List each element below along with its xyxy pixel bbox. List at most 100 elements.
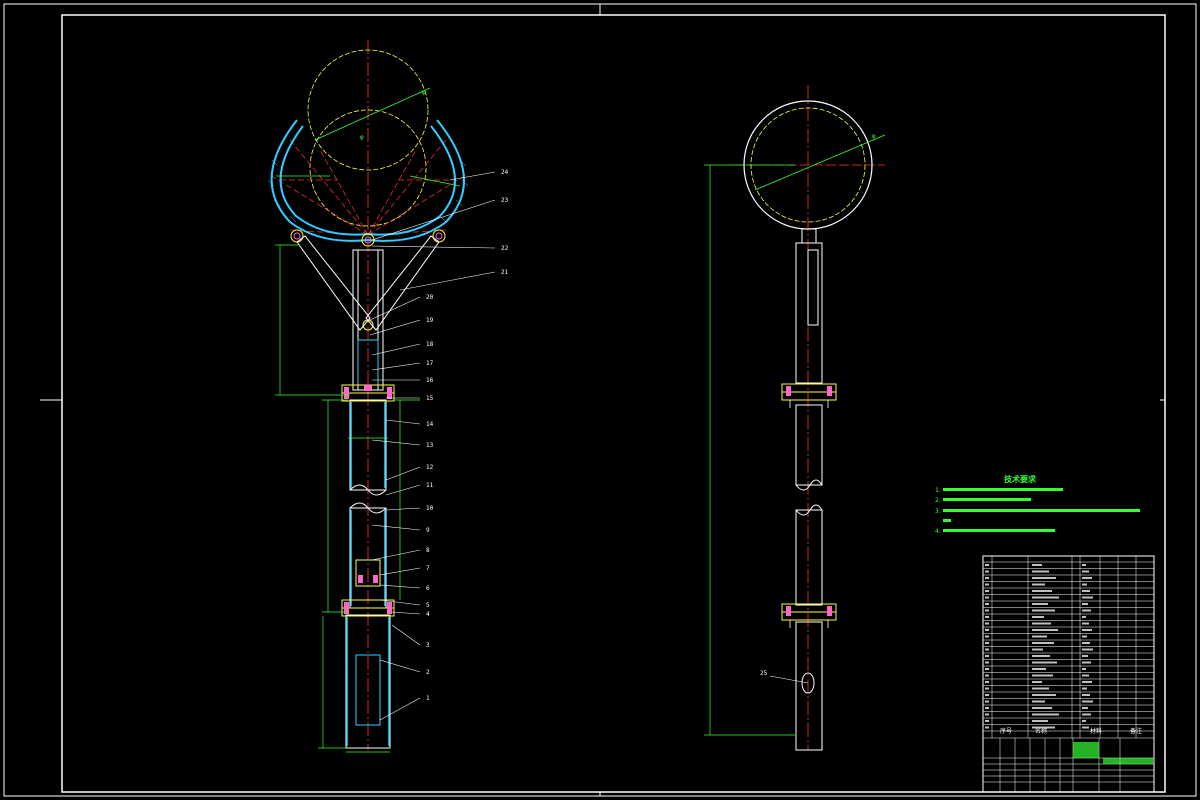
tech-requirements-title: 技术要求 — [1004, 474, 1037, 484]
parts-row-text-mark — [985, 564, 989, 566]
parts-row-text-mark — [1032, 622, 1051, 625]
tech-requirement-3: 3. — [935, 508, 941, 515]
reference-circle-top — [307, 49, 429, 171]
item-balloon-3: 3 — [426, 642, 430, 649]
parts-row-text-mark — [1082, 681, 1092, 683]
parts-row-text-mark — [1082, 700, 1093, 703]
parts-row-text-mark — [1032, 687, 1049, 690]
parts-row-text-mark — [1032, 603, 1048, 605]
parts-list-grid — [983, 556, 1154, 792]
header-col-material: 材料 — [1090, 727, 1102, 735]
drawing-name-cell — [1073, 742, 1099, 758]
break-line — [349, 484, 387, 496]
item-balloon-6: 6 — [426, 585, 430, 592]
item-balloon-20: 20 — [426, 294, 434, 301]
parts-row-text-mark — [985, 629, 989, 631]
parts-row-text-mark — [1082, 661, 1091, 664]
leader-lines — [369, 171, 496, 721]
parts-row-text-mark — [1082, 622, 1089, 625]
side-tube — [795, 228, 823, 751]
parts-row-text-mark — [1082, 570, 1089, 573]
item-balloon-7: 7 — [426, 565, 430, 572]
parts-row-text-mark — [1082, 616, 1086, 618]
parts-row-text-mark — [1032, 564, 1042, 566]
parts-row-text-mark — [985, 668, 989, 670]
parts-row-text-mark — [985, 603, 989, 605]
item-balloon-15: 15 — [426, 395, 434, 402]
parts-row-text-mark — [985, 635, 989, 638]
item-balloon-22: 22 — [501, 245, 509, 252]
parts-row-text-mark — [985, 583, 989, 586]
parts-row-text-mark — [985, 609, 989, 612]
parts-row-text-mark — [1032, 661, 1057, 664]
side-flange-bolts — [786, 386, 832, 616]
parts-row-text-mark — [1082, 655, 1088, 657]
item-balloon-10: 10 — [426, 505, 434, 512]
side-dimensions — [704, 164, 795, 736]
parts-row-text-mark — [1032, 655, 1050, 657]
side-view: φ 25 — [704, 85, 886, 751]
parts-row-text-mark — [1082, 603, 1088, 605]
header-col-number: 序号 — [1000, 727, 1012, 735]
item-balloon-24: 24 — [501, 169, 509, 176]
title-block: 序号 名称 材料 备注 — [982, 555, 1155, 793]
parts-row-text-mark — [1032, 707, 1052, 709]
item-balloon-14: 14 — [426, 421, 434, 428]
item-balloon-8: 8 — [426, 547, 430, 554]
item-balloon-16: 16 — [426, 377, 434, 384]
item-balloon-9: 9 — [426, 527, 430, 534]
parts-row-text-mark — [985, 590, 989, 592]
drawing-frame — [61, 14, 1166, 793]
parts-row-text-mark — [1032, 635, 1047, 638]
item-balloon-19: 19 — [426, 317, 434, 324]
parts-row-text-mark — [1032, 590, 1052, 592]
front-view: φ φ — [267, 40, 509, 753]
side-diameter-dim — [754, 134, 886, 191]
item-balloon-23: 23 — [501, 197, 509, 204]
parts-row-text-mark — [1082, 648, 1093, 651]
parts-row-text-mark — [1032, 726, 1055, 729]
parts-row-text-mark — [1032, 648, 1043, 651]
parts-row-text-mark — [1082, 713, 1091, 716]
side-bolt-heads — [789, 400, 829, 628]
parts-row-text-mark — [1082, 642, 1090, 644]
item-balloon-17: 17 — [426, 360, 434, 367]
parts-row-text-mark — [985, 622, 989, 625]
parts-row-text-mark — [1032, 681, 1042, 683]
parts-row-text-mark — [985, 700, 989, 703]
diameter-dim-top — [314, 87, 431, 141]
parts-list-text-marks — [985, 564, 1093, 729]
parts-row-text-mark — [1082, 694, 1090, 696]
parts-row-text-mark — [1032, 642, 1054, 644]
sheet-border — [3, 3, 1197, 797]
tech-requirement-4: 4. — [935, 528, 941, 535]
parts-row-text-mark — [1032, 577, 1056, 579]
company-name-cell — [1103, 758, 1153, 764]
parts-row-text-mark — [1082, 668, 1086, 670]
break-line — [795, 479, 823, 491]
break-line — [349, 502, 387, 514]
tech-text-strokes — [943, 488, 1140, 532]
parts-row-text-mark — [1032, 700, 1045, 703]
parts-row-text-mark — [1032, 596, 1059, 599]
parts-row-text-mark — [985, 616, 989, 618]
parts-row-text-mark — [985, 687, 989, 690]
parts-row-text-mark — [985, 642, 989, 644]
parts-row-text-mark — [1032, 720, 1048, 722]
parts-row-text-mark — [1032, 694, 1056, 696]
parts-row-text-mark — [985, 661, 989, 664]
parts-row-text-mark — [1082, 726, 1089, 729]
flange-bolts — [344, 385, 392, 614]
parts-row-text-mark — [1082, 707, 1088, 709]
item-balloon-1: 1 — [426, 695, 430, 702]
parts-row-text-mark — [1032, 570, 1049, 573]
item-balloon-12: 12 — [426, 464, 434, 471]
technical-requirements: 技术要求 1. 2. 3. 4. — [935, 474, 1140, 535]
claw-shells — [270, 119, 465, 242]
parts-row-text-mark — [985, 720, 989, 722]
parts-row-text-mark — [1082, 590, 1090, 592]
parts-row-text-mark — [1082, 596, 1093, 599]
dim-text: φ — [872, 133, 876, 140]
parts-row-text-mark — [985, 707, 989, 709]
